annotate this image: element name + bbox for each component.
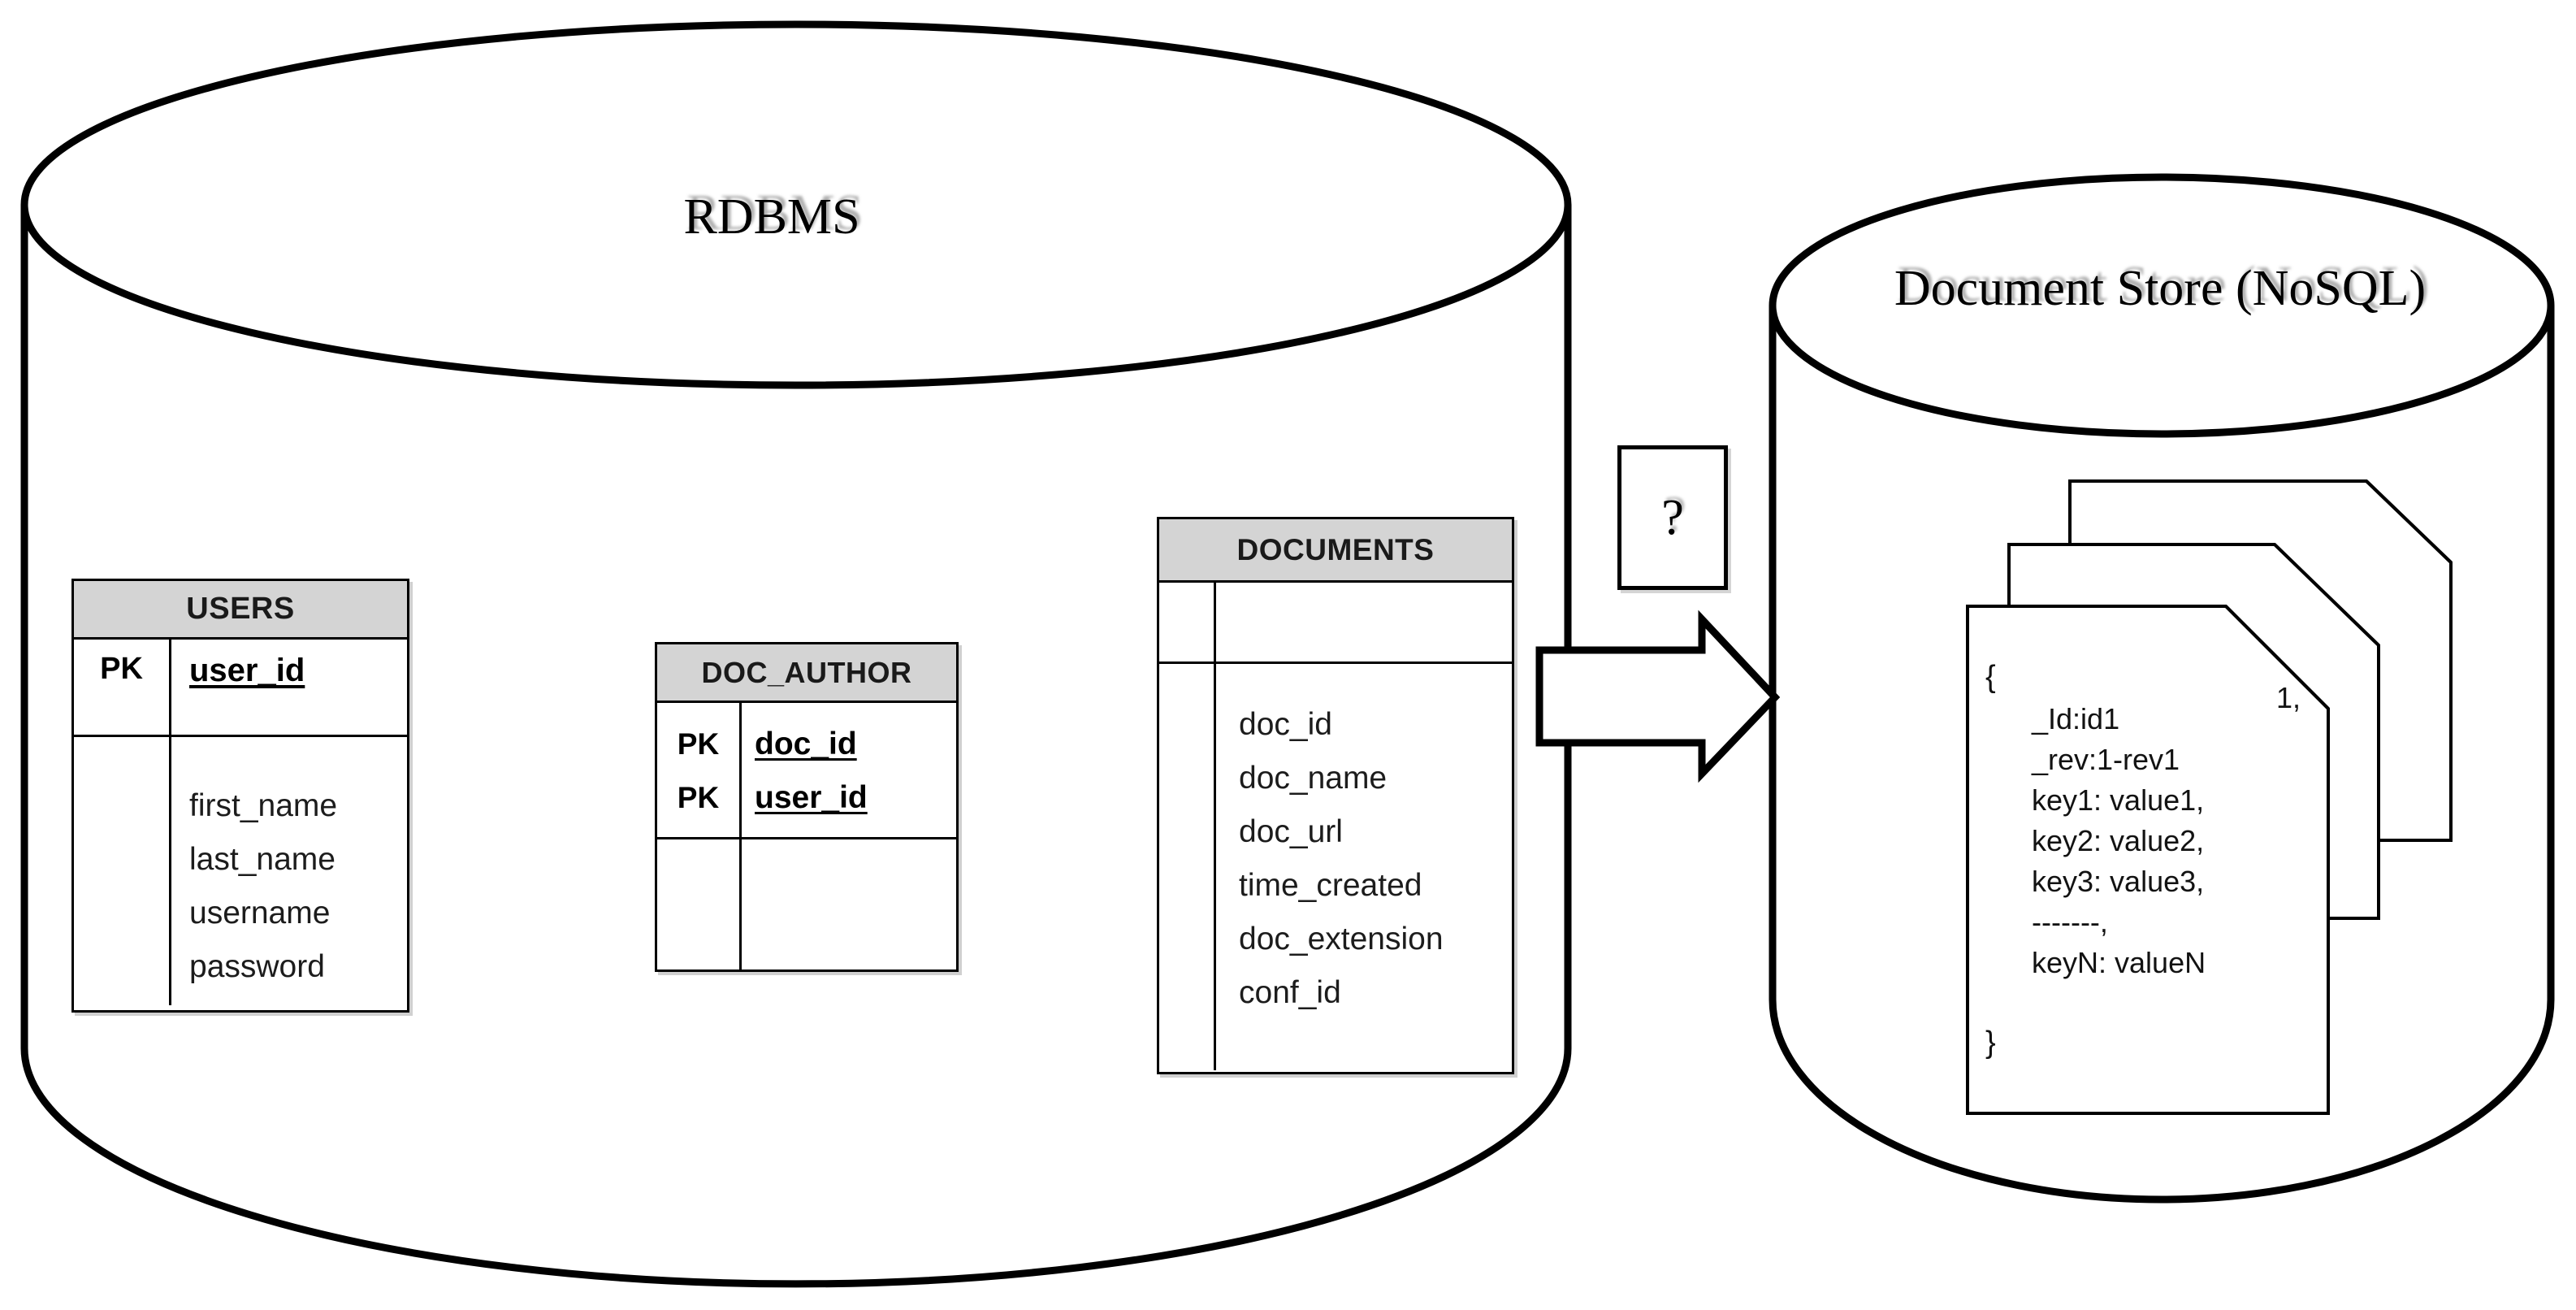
er-key-column: PK PK <box>657 703 742 837</box>
nosql-cylinder-top <box>1769 173 2555 438</box>
pk-label: PK <box>100 652 143 686</box>
attribute-doc-name: doc_name <box>1239 761 1388 796</box>
er-table-doc-author-key-row: PK PK doc_id user_id <box>657 703 956 839</box>
attribute-doc-url: doc_url <box>1239 814 1343 849</box>
er-table-documents: DOCUMENTS doc_id doc_name doc_url time_c… <box>1157 517 1514 1074</box>
json-line-rev: _rev:1-rev1 <box>2015 743 2180 776</box>
attribute-conf-id: conf_id <box>1239 975 1341 1010</box>
attribute-time-created: time_created <box>1239 868 1422 903</box>
json-partial-text-middle-page: 1, <box>2276 681 2301 714</box>
nosql-title: Document Store (NoSQL) <box>1894 261 2427 316</box>
pk-field-user-id: user_id <box>755 780 868 815</box>
migration-arrow-icon <box>1535 609 1781 783</box>
question-box: ? <box>1617 445 1728 590</box>
json-line-key1: key1: value1, <box>2015 783 2205 817</box>
pk-label-user-id: PK <box>677 781 720 814</box>
json-line-key2: key2: value2, <box>2015 824 2205 857</box>
document-page-front-icon <box>1966 605 2330 1115</box>
json-line-keyn: keyN: valueN <box>2015 946 2206 979</box>
er-table-doc-author-title: DOC_AUTHOR <box>657 644 956 703</box>
pk-label-doc-id: PK <box>677 727 720 761</box>
er-table-users-key-row: PK user_id <box>74 640 407 737</box>
attribute-doc-id: doc_id <box>1239 707 1332 742</box>
json-line-key3: key3: value3, <box>2015 865 2205 898</box>
document-page-middle-fold-icon <box>2273 543 2380 647</box>
er-table-documents-attr-row: doc_id doc_name doc_url time_created doc… <box>1159 664 1512 1070</box>
json-brace-close: } <box>1985 1026 1996 1060</box>
pk-field-doc-id: doc_id <box>755 727 857 761</box>
rdbms-cylinder-top <box>20 20 1572 389</box>
er-field-column: user_id <box>171 640 305 735</box>
er-key-column-empty <box>1159 583 1216 662</box>
pk-field-user-id: user_id <box>189 653 305 688</box>
json-body: _Id:id1 _rev:1-rev1 key1: value1, key2: … <box>2015 699 2340 983</box>
document-page-back-fold-icon <box>2365 479 2453 564</box>
attribute-last-name: last_name <box>189 842 336 877</box>
er-key-column-empty <box>1159 664 1216 1070</box>
er-table-documents-key-row <box>1159 583 1512 664</box>
rdbms-title: RDBMS <box>683 189 860 245</box>
er-table-doc-author: DOC_AUTHOR PK PK doc_id user_id <box>655 642 959 972</box>
er-attribute-column: first_name last_name username password <box>171 737 337 1005</box>
attribute-password: password <box>189 949 325 984</box>
er-table-doc-author-attr-row <box>657 839 956 969</box>
json-line-ellipsis: -------, <box>2015 905 2108 939</box>
question-mark-label: ? <box>1661 490 1684 545</box>
er-table-users-title: USERS <box>74 581 407 640</box>
json-line-id: _Id:id1 <box>2015 702 2120 735</box>
json-brace-open: { <box>1985 660 1996 694</box>
attribute-username: username <box>189 896 331 930</box>
er-field-column: doc_id user_id <box>742 703 868 837</box>
attribute-first-name: first_name <box>189 788 338 823</box>
er-key-column-empty <box>657 839 742 969</box>
attribute-doc-extension: doc_extension <box>1239 922 1444 956</box>
er-key-column: PK <box>74 640 171 735</box>
er-table-documents-title: DOCUMENTS <box>1159 519 1512 583</box>
er-table-users-attr-row: first_name last_name username password <box>74 737 407 1005</box>
er-attribute-column: doc_id doc_name doc_url time_created doc… <box>1216 664 1444 1070</box>
er-table-users: USERS PK user_id first_name last_name us… <box>71 579 409 1013</box>
er-key-column-empty <box>74 737 171 1005</box>
document-page-front-fold-icon <box>2224 605 2330 710</box>
